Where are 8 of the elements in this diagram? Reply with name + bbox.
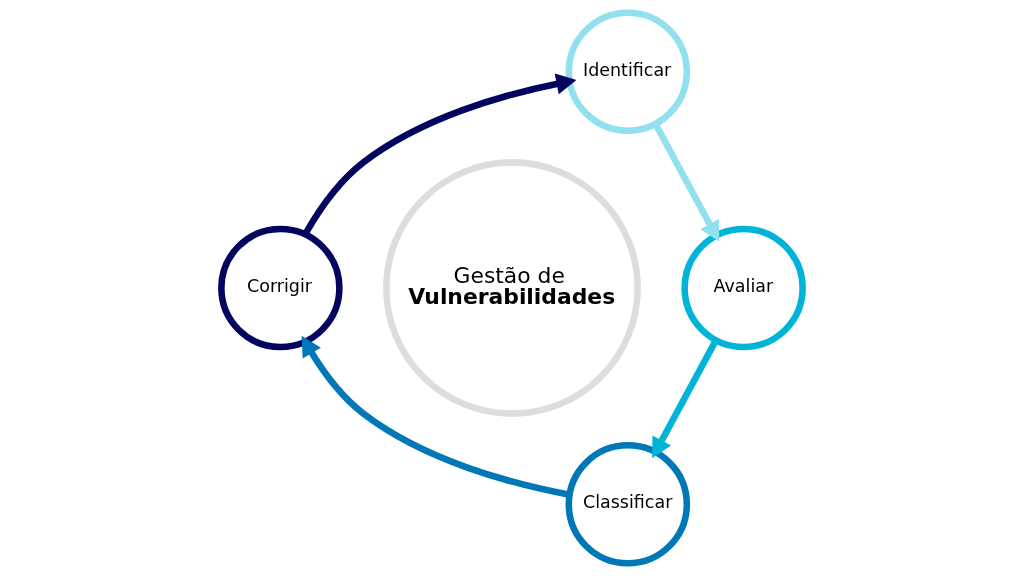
node-circle: Gestão de Vulnerabilidades: [383, 159, 641, 417]
node-circle: Corrigir: [218, 225, 343, 351]
node-circle: Classificar: [565, 442, 691, 567]
node-circle: Identificar: [565, 9, 691, 134]
arrow: [652, 338, 719, 459]
arrow: [302, 73, 577, 236]
arrow: [652, 122, 720, 242]
node-circle: Avaliar: [681, 225, 806, 351]
